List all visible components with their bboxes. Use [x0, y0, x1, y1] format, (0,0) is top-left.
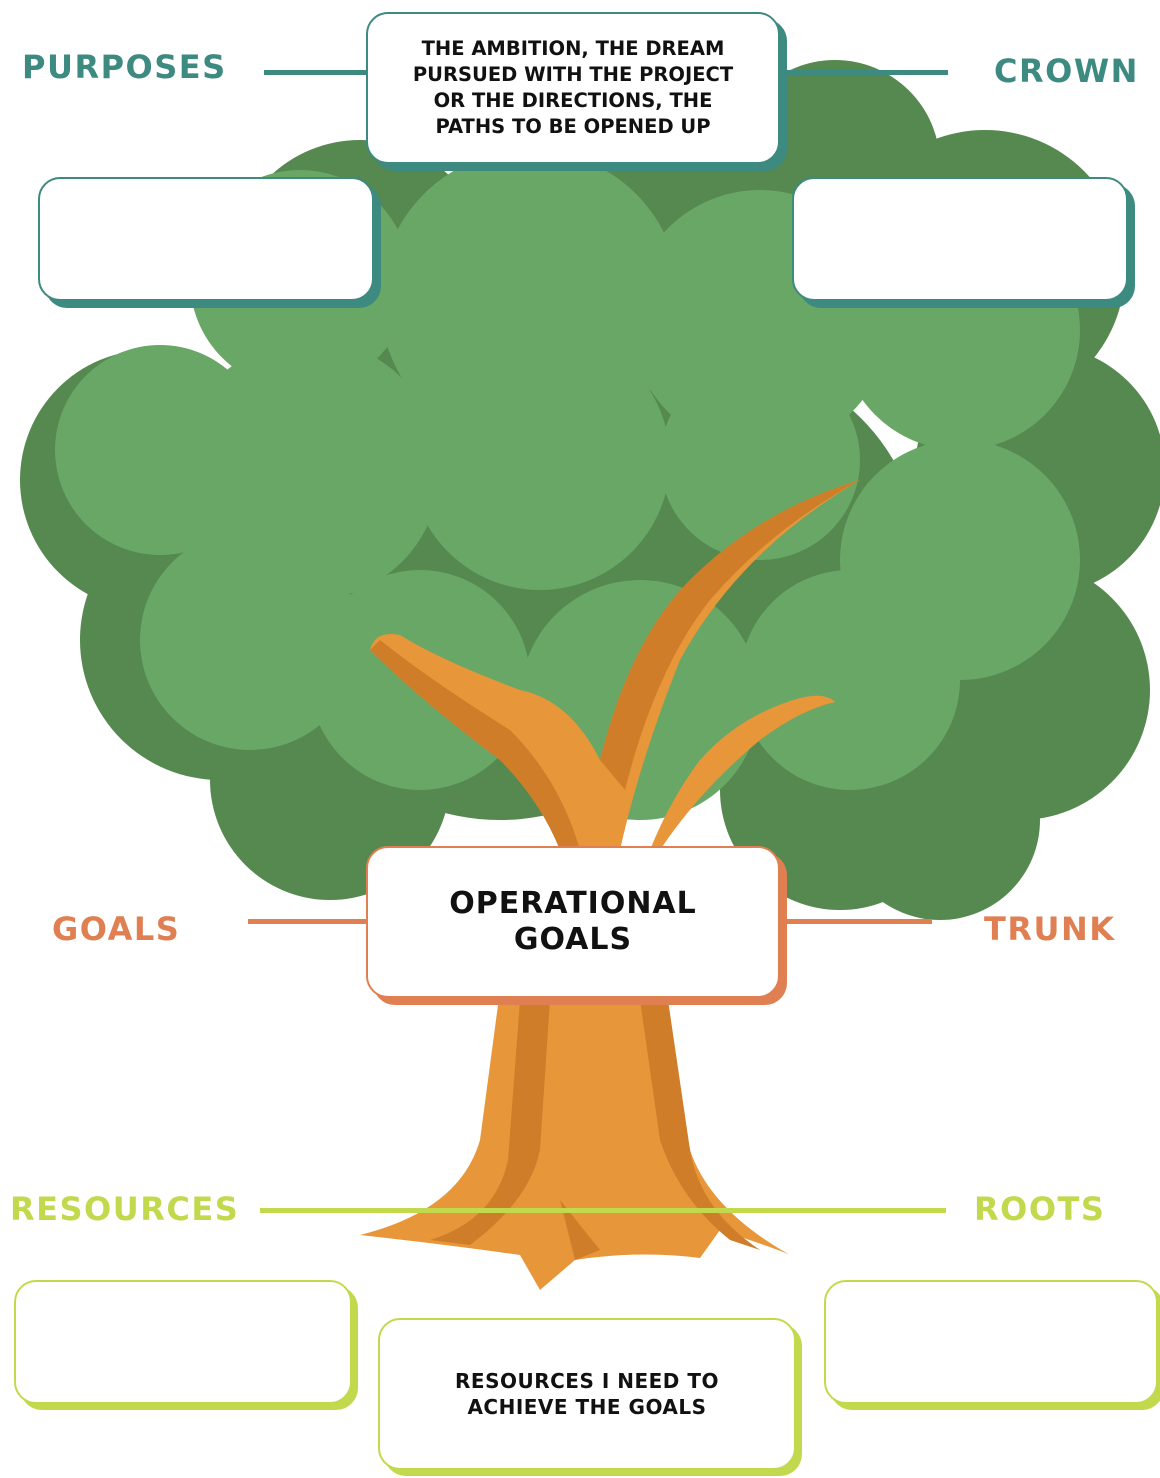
crown-connector [778, 70, 948, 75]
resources-left-entry-box[interactable] [14, 1280, 352, 1404]
crown-entry-box[interactable] [792, 177, 1128, 301]
resources-label: RESOURCES [10, 1190, 240, 1228]
purposes-entry-box[interactable] [38, 177, 374, 301]
trunk-connector [782, 919, 932, 924]
purposes-connector [264, 70, 376, 75]
roots-label: ROOTS [974, 1190, 1106, 1228]
trunk-label: TRUNK [984, 910, 1116, 948]
resources-description-box: RESOURCES I NEED TO ACHIEVE THE GOALS [378, 1318, 796, 1470]
purposes-label: PURPOSES [22, 48, 227, 86]
resources-description-text: RESOURCES I NEED TO ACHIEVE THE GOALS [455, 1369, 719, 1419]
resources-roots-connector [260, 1208, 946, 1213]
crown-description-text: THE AMBITION, THE DREAM PURSUED WITH THE… [412, 37, 734, 138]
operational-goals-text: OPERATIONAL GOALS [449, 886, 697, 957]
crown-label: CROWN [994, 52, 1139, 90]
roots-entry-box[interactable] [824, 1280, 1158, 1404]
crown-description-box: THE AMBITION, THE DREAM PURSUED WITH THE… [366, 12, 780, 164]
trunk-shape [360, 990, 790, 1290]
goals-connector [248, 919, 370, 924]
branches [370, 480, 860, 850]
operational-goals-box: OPERATIONAL GOALS [366, 846, 780, 998]
goals-label: GOALS [52, 910, 181, 948]
